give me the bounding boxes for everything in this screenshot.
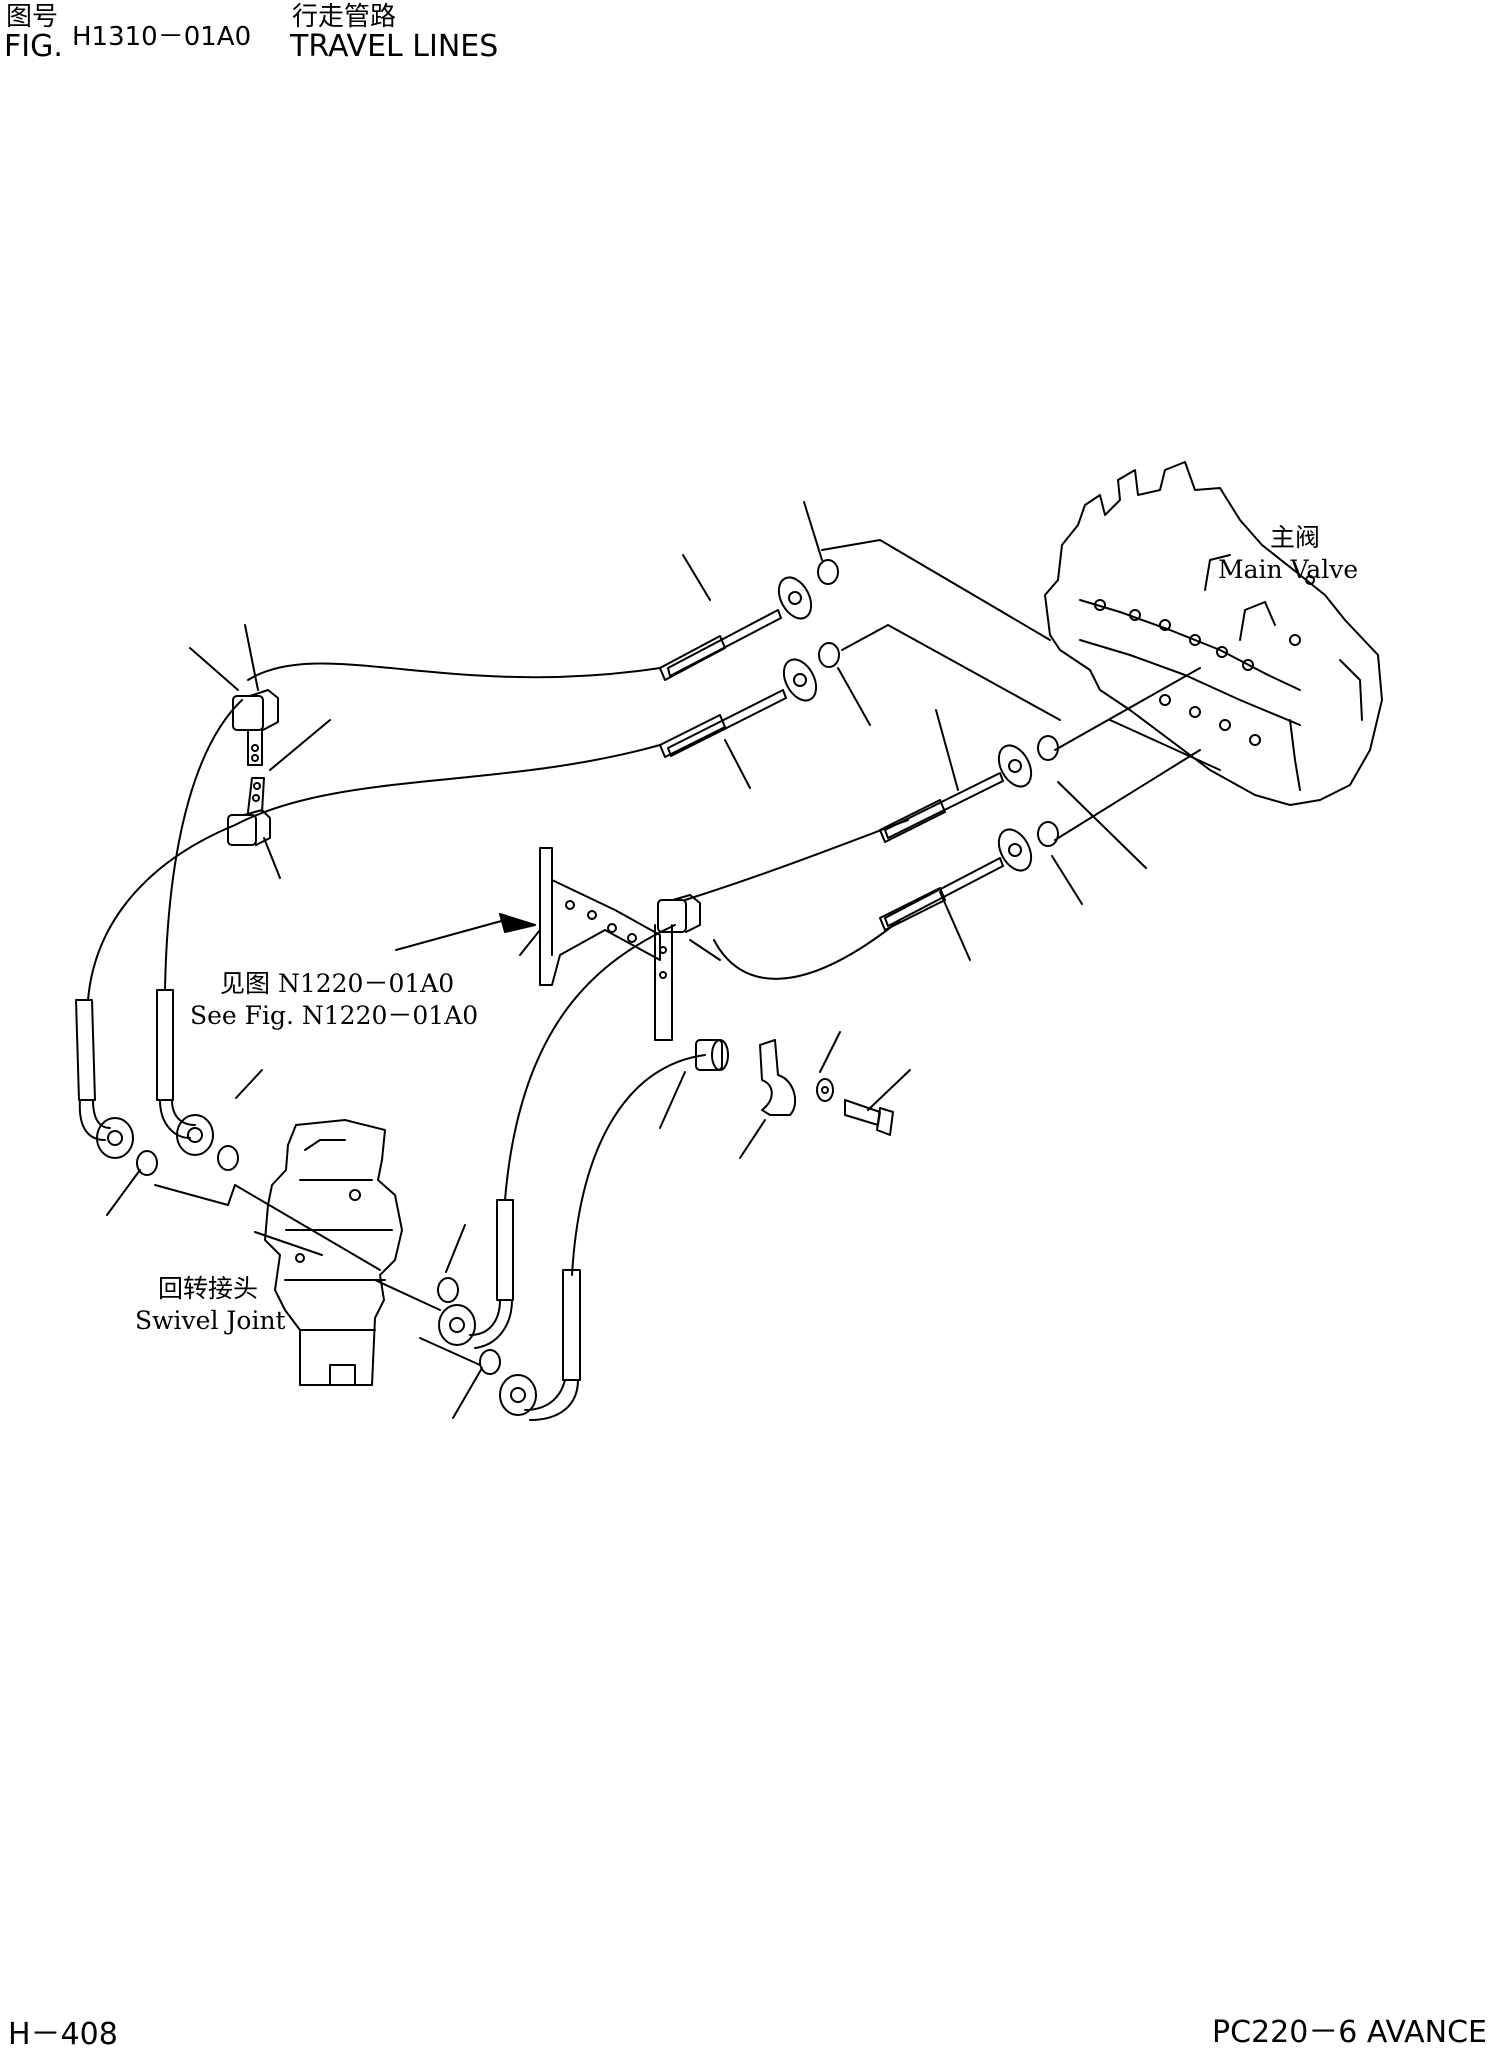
main-valve-label-en: Main Valve <box>1218 555 1359 584</box>
main-valve-drawing <box>1045 462 1382 805</box>
page-number: H－408 <box>8 2017 118 2052</box>
hose-mid-2 <box>880 824 1038 930</box>
swivel-joint-label-en: Swivel Joint <box>135 1306 286 1335</box>
hose-left-1 <box>76 1000 133 1158</box>
clamp-upper <box>233 690 278 765</box>
see-fig-label-cn: 见图 N1220－01A0 <box>220 969 455 998</box>
leader-lines <box>107 502 1146 1418</box>
reference-arrow <box>500 914 535 932</box>
title-cn: 行走管路 <box>292 2 397 32</box>
hose-left-2 <box>157 990 213 1155</box>
loose-parts <box>760 1040 893 1135</box>
main-valve-label-cn: 主阀 <box>1270 523 1321 552</box>
pipe-lines <box>88 540 1200 1365</box>
clamp-lower <box>228 778 270 845</box>
bracket <box>520 848 660 985</box>
model-name: PC220－6 AVANCE <box>1212 2015 1487 2050</box>
hose-upper-1 <box>660 572 818 680</box>
o-rings <box>137 560 1058 1374</box>
hose-upper-2 <box>660 654 823 757</box>
washer <box>817 1079 833 1101</box>
bolt <box>845 1100 893 1135</box>
swivel-joint-label-cn: 回转接头 <box>158 1274 259 1303</box>
hose-right-2 <box>500 1270 580 1420</box>
u-clamp <box>760 1040 795 1115</box>
hose-right-1 <box>439 1200 513 1348</box>
clamp-center <box>655 895 700 1040</box>
hose-mid-1 <box>880 740 1038 842</box>
title-en: TRAVEL LINES <box>290 29 499 64</box>
swivel-joint-drawing <box>265 1120 402 1385</box>
fig-label-en: FIG. <box>4 29 63 64</box>
hose-assemblies <box>76 572 1038 1420</box>
fig-label-cn: 图号 <box>6 2 59 32</box>
grommet <box>696 1040 728 1070</box>
fig-number: H1310－01A0 <box>72 22 252 52</box>
see-fig-label-en: See Fig. N1220－01A0 <box>190 1001 479 1030</box>
